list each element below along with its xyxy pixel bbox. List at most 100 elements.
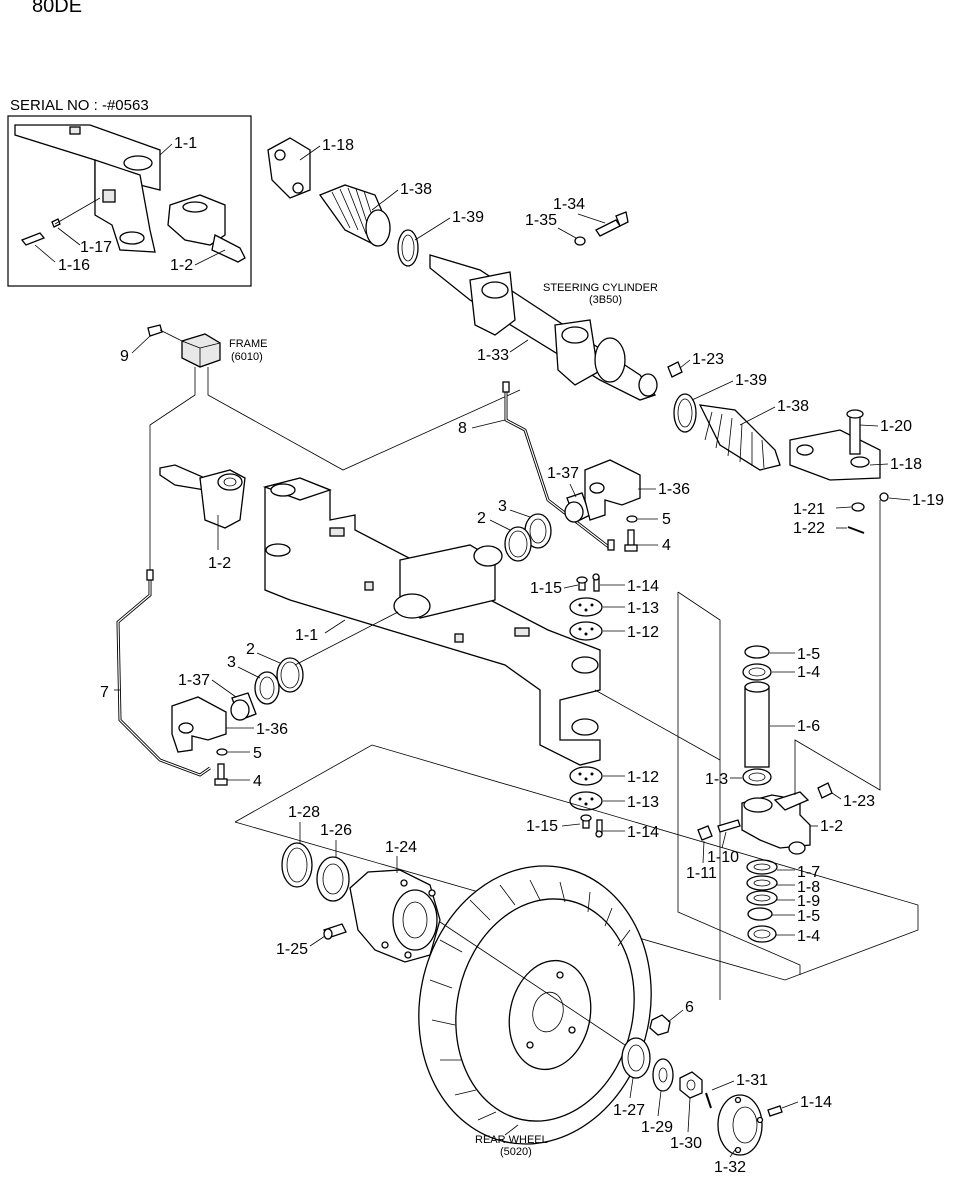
o-ring-3-upper (524, 513, 552, 549)
callout-1-14-b: 1-14 (627, 824, 659, 841)
rear-wheel-tire (418, 865, 652, 1145)
callout-1-13-b: 1-13 (627, 794, 659, 811)
callout-1-30: 1-30 (670, 1135, 702, 1152)
callout-1-8: 1-8 (797, 879, 820, 896)
o-ring-2-lower (276, 657, 304, 693)
grease-fitting-1-19 (879, 492, 889, 502)
callout-3-b: 3 (227, 654, 236, 671)
steering-knuckle-left (159, 464, 246, 529)
wheel-bolt-1-25 (323, 923, 347, 940)
tie-rod-link-right (789, 429, 881, 481)
callout-1-25: 1-25 (276, 941, 308, 958)
serial-number-note: SERIAL NO : -#0563 (10, 97, 149, 114)
shim-1-12-lower (569, 766, 603, 786)
callout-1-7: 1-7 (797, 864, 820, 881)
bushing-1-37-lower (230, 692, 257, 721)
fitting-9 (147, 324, 163, 337)
nut-1-11 (697, 825, 713, 841)
callout-1-1-b: 1-1 (295, 627, 318, 644)
wheel-hub-1-24 (349, 869, 441, 963)
hydraulic-hose-7 (116, 569, 211, 777)
callout-1-29: 1-29 (641, 1119, 673, 1136)
washer-5-lower (216, 748, 228, 756)
callout-1-39-b: 1-39 (735, 372, 767, 389)
callout-1-23: 1-23 (692, 351, 724, 368)
callout-1-36-b: 1-36 (256, 721, 288, 738)
rear-wheel-code: (5020) (500, 1146, 532, 1158)
callout-1-5-b: 1-5 (797, 908, 820, 925)
shim-1-7 (746, 859, 778, 875)
nut-6 (649, 1014, 671, 1036)
frame-code: (6010) (231, 351, 263, 363)
washer-1-21 (851, 502, 865, 512)
inset-axle-beam (14, 124, 161, 253)
frame-reference-block (181, 333, 221, 368)
cap-1-13-upper (569, 597, 603, 617)
inset-steering-knuckle (167, 194, 246, 263)
callout-1-18: 1-18 (322, 137, 354, 154)
callout-1-2-c: 1-2 (820, 818, 843, 835)
hose-clamp-left (397, 229, 419, 267)
axle-beam (262, 477, 601, 766)
bearing-1-4-lower (747, 925, 777, 943)
callout-1-5: 1-5 (797, 646, 820, 663)
callout-1-39: 1-39 (452, 209, 484, 226)
callout-1-21: 1-21 (793, 501, 825, 518)
callout-1-22: 1-22 (793, 520, 825, 537)
callout-2: 2 (477, 510, 486, 527)
lock-bolt-1-15-lower (580, 814, 592, 829)
callout-1-37: 1-37 (547, 465, 579, 482)
callout-3: 3 (498, 498, 507, 515)
o-ring-2-upper (504, 526, 532, 562)
callout-4: 4 (662, 537, 671, 554)
callout-4-b: 4 (253, 773, 262, 790)
model-title: 80DE (32, 0, 82, 17)
callout-1-12-b: 1-12 (627, 769, 659, 786)
callout-1-38: 1-38 (400, 181, 432, 198)
callout-1-1: 1-1 (174, 135, 197, 152)
callout-1-14-c: 1-14 (800, 1094, 832, 1111)
callout-1-4: 1-4 (797, 664, 820, 681)
grease-nipple-1-14-upper (592, 573, 600, 592)
steering-cylinder-code: (3B50) (589, 294, 622, 306)
cotter-pin-1-31 (705, 1092, 712, 1109)
callout-1-10: 1-10 (707, 849, 739, 866)
callout-1-12: 1-12 (627, 624, 659, 641)
inset-bolt (20, 218, 61, 246)
callout-5: 5 (662, 511, 671, 528)
callout-1-2-b: 1-2 (208, 555, 231, 572)
callout-1-15-b: 1-15 (526, 818, 558, 835)
callout-1-14: 1-14 (627, 578, 659, 595)
callout-1-11: 1-11 (686, 865, 717, 882)
grease-fitting-1-23-b (817, 782, 833, 799)
kingpin-1-6 (744, 681, 770, 768)
bearing-1-27 (621, 1037, 651, 1079)
inset-frame (7, 115, 252, 287)
tie-rod-link-left (267, 137, 311, 199)
callout-1-26: 1-26 (320, 822, 352, 839)
callout-5-b: 5 (253, 745, 262, 762)
bolt-4-upper (624, 529, 638, 552)
callout-1-33: 1-33 (477, 347, 509, 364)
lock-bolt-1-15-upper (576, 576, 588, 591)
hose-clamp-right (673, 393, 697, 433)
callout-1-24: 1-24 (385, 839, 417, 856)
callout-1-37-b: 1-37 (178, 672, 210, 689)
callout-1-27: 1-27 (613, 1102, 645, 1119)
steering-cylinder-caption: STEERING CYLINDER (543, 282, 658, 294)
thrust-bearing-1-3 (742, 768, 772, 786)
pin-1-20 (846, 409, 864, 455)
callout-1-31: 1-31 (736, 1072, 768, 1089)
callout-1-28: 1-28 (288, 804, 320, 821)
callout-2-b: 2 (246, 641, 255, 658)
washer-1-35 (574, 236, 586, 246)
callout-1-34: 1-34 (553, 196, 585, 213)
o-ring-3-lower (254, 671, 280, 705)
seal-1-5-upper (744, 645, 770, 659)
bearing-1-26 (316, 856, 350, 902)
bushing-1-37-upper (564, 492, 591, 523)
callout-6: 6 (685, 999, 694, 1016)
bracket-1-36-upper (584, 459, 641, 521)
callout-9: 9 (120, 348, 129, 365)
callout-1-18-b: 1-18 (890, 456, 922, 473)
